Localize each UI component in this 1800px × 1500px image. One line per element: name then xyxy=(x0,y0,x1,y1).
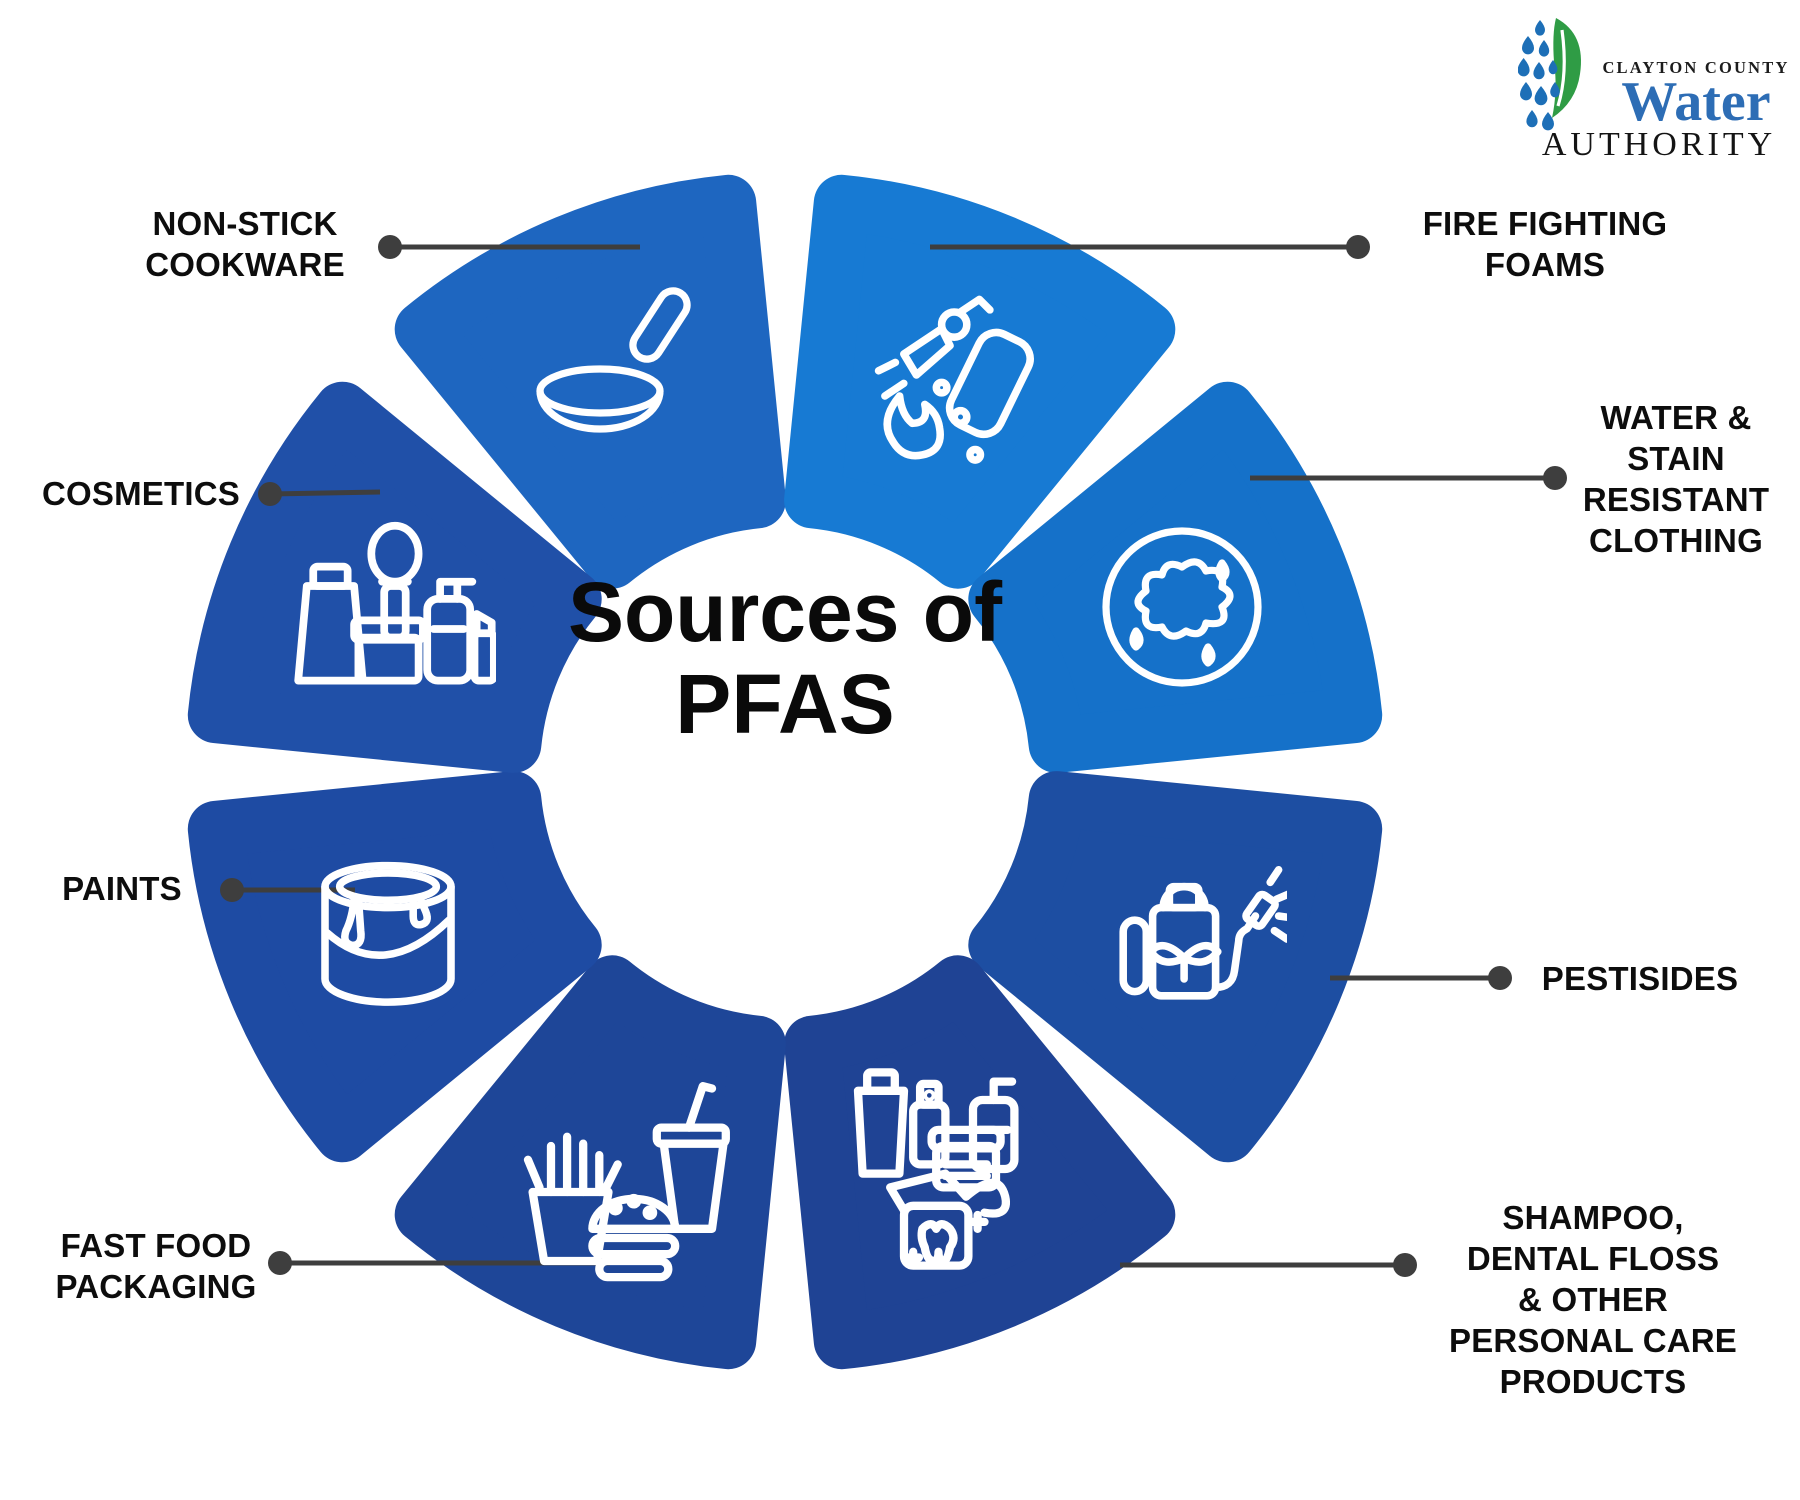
label-water-stain-resistant-clothing: WATER & STAIN RESISTANT CLOTHING xyxy=(1582,399,1770,559)
label-pestisides: PESTISIDES xyxy=(1541,960,1739,997)
pestisides-connector xyxy=(1330,966,1512,990)
label-non-stick-cookware: NON-STICK COOKWARE xyxy=(145,205,345,283)
label-cosmetics: COSMETICS xyxy=(42,475,240,512)
page-title: Sources of PFAS xyxy=(567,565,1003,752)
logo-authority-text: AUTHORITY xyxy=(1541,126,1777,163)
cosmetics-connector xyxy=(258,482,381,506)
water-stain-resistant-clothing-connector xyxy=(1250,466,1567,490)
leaf-water-drops-icon xyxy=(1518,18,1581,131)
logo-clayton-county-text: CLAYTON COUNTY xyxy=(1602,58,1790,77)
non-stick-cookware-connector xyxy=(378,235,640,259)
label-fire-fighting-foams: FIRE FIGHTING FOAMS xyxy=(1422,205,1668,283)
clayton-county-water-authority-logo: CLAYTON COUNTY Water AUTHORITY xyxy=(1518,8,1798,176)
fire-fighting-foams-connector xyxy=(930,235,1370,259)
label-paints: PAINTS xyxy=(62,870,182,907)
label-fast-food-packaging: FAST FOOD PACKAGING xyxy=(55,1227,257,1305)
label-personal-care-products: SHAMPOO, DENTAL FLOSS & OTHER PERSONAL C… xyxy=(1448,1199,1738,1400)
logo-water-text: Water xyxy=(1621,71,1771,133)
personal-care-products-connector xyxy=(1120,1253,1417,1277)
